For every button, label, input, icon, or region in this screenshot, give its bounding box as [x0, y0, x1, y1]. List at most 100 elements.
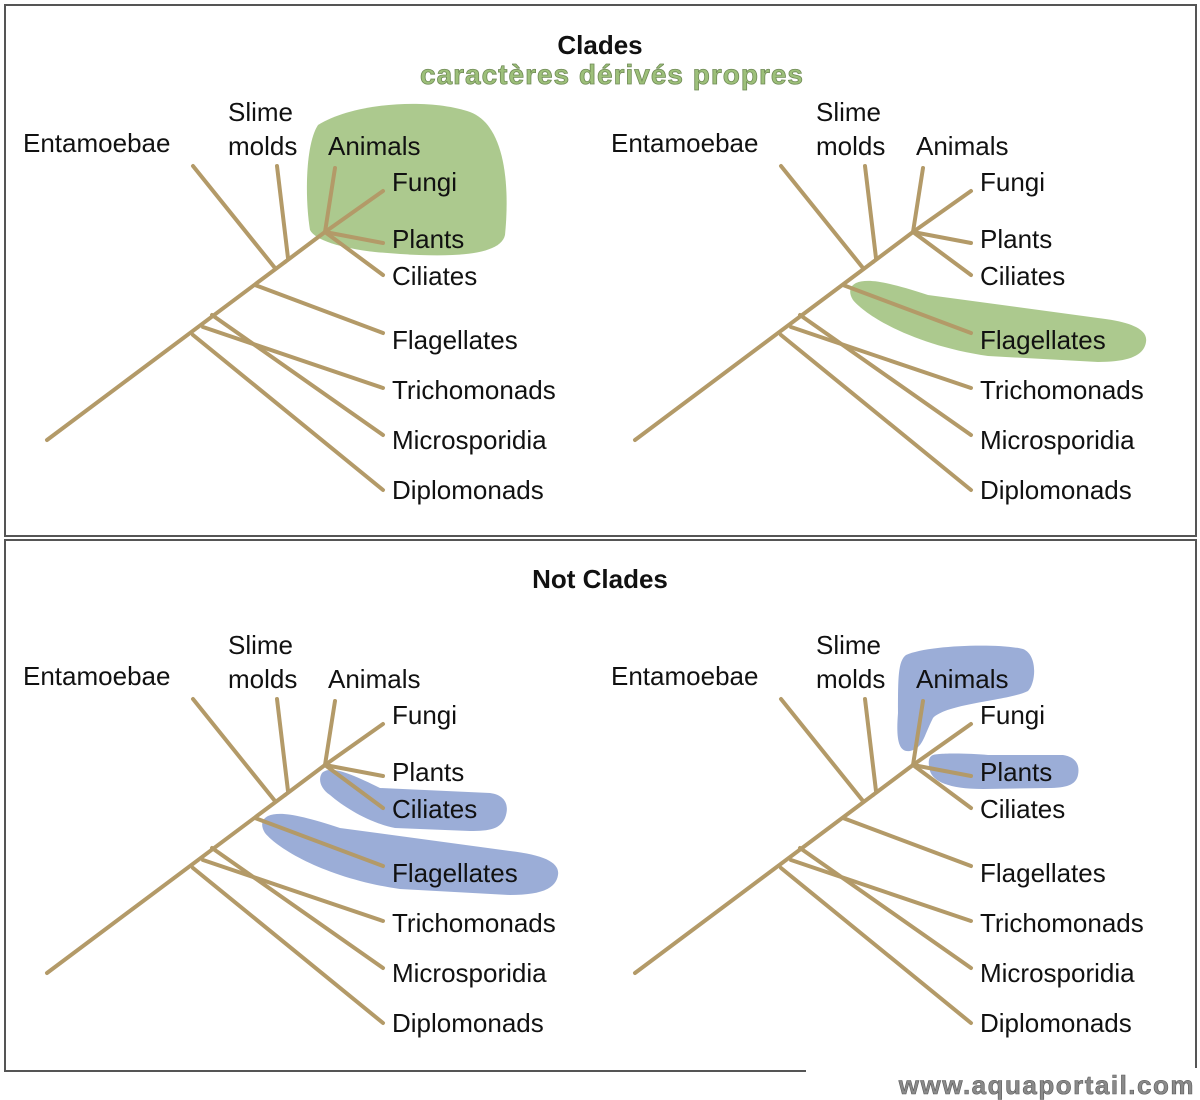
- taxon-label-diplomonads: Diplomonads: [392, 1008, 544, 1038]
- branch-to-animals: [911, 166, 925, 234]
- branch-trunk: [633, 793, 875, 975]
- taxon-label-animals: Animals: [916, 664, 1008, 694]
- clades-title: Clades: [557, 30, 642, 60]
- branch-to-microsporidia: [798, 313, 973, 437]
- taxon-label-ciliates: Ciliates: [392, 261, 477, 291]
- branch-to-crown: [871, 763, 915, 797]
- taxon-label-trichomonads: Trichomonads: [980, 908, 1144, 938]
- taxon-label-diplomonads: Diplomonads: [980, 475, 1132, 505]
- branch-to-trichomonads: [201, 325, 385, 390]
- not-clade-highlight-plants: [928, 753, 1079, 789]
- branch-to-microsporidia: [210, 846, 385, 970]
- taxon-label-diplomonads: Diplomonads: [980, 1008, 1132, 1038]
- branch-to-ciliates: [911, 230, 973, 277]
- taxon-label-slime: Slime: [228, 630, 293, 660]
- taxon-label-entamoebae: Entamoebae: [611, 661, 758, 691]
- branch-to-entamoebae: [191, 164, 277, 270]
- branch-to-crown: [871, 230, 915, 264]
- not-clade-highlight-ciliates: [320, 769, 507, 831]
- branch-to-slime-molds: [275, 697, 290, 793]
- taxon-label-trichomonads: Trichomonads: [980, 375, 1144, 405]
- branch-to-flagellates: [841, 816, 973, 868]
- taxon-label-molds: molds: [816, 131, 885, 161]
- branch-to-plants: [911, 230, 973, 245]
- taxon-label-flagellates: Flagellates: [980, 325, 1106, 355]
- branch-to-slime-molds: [275, 164, 290, 260]
- branch-to-trichomonads: [789, 325, 973, 390]
- branch-to-crown: [283, 763, 327, 797]
- tree-not-clade-ciliates-flagellates: Entamoebae Slime molds AnimalsFungiPlantsCi…: [23, 630, 559, 1038]
- taxon-label-entamoebae: Entamoebae: [23, 661, 170, 691]
- branch-to-animals: [911, 699, 925, 767]
- taxon-label-slime: Slime: [816, 97, 881, 127]
- taxon-label-fungi: Fungi: [392, 167, 457, 197]
- taxon-label-trichomonads: Trichomonads: [392, 908, 556, 938]
- taxon-label-fungi: Fungi: [980, 167, 1045, 197]
- taxon-label-ciliates: Ciliates: [980, 261, 1065, 291]
- branch-trunk: [45, 260, 287, 442]
- not-clades-panel-frame: [4, 539, 1197, 1072]
- branch-to-fungi: [911, 189, 973, 234]
- branch-to-trichomonads: [789, 858, 973, 923]
- watermark-text: www.aquaportail.com: [898, 1070, 1195, 1100]
- taxon-label-fungi: Fungi: [392, 700, 457, 730]
- branch-to-animals: [323, 166, 337, 234]
- watermark-backdrop: [806, 1068, 1200, 1100]
- taxon-label-slime: Slime: [816, 630, 881, 660]
- clades-subtitle: caractères dérivés propres: [420, 59, 804, 90]
- taxon-label-slime: Slime: [228, 97, 293, 127]
- taxon-label-entamoebae: Entamoebae: [23, 128, 170, 158]
- taxon-label-plants: Plants: [392, 757, 464, 787]
- branch-to-diplomonads: [191, 866, 385, 1025]
- branch-to-slime-molds: [863, 164, 878, 260]
- branch-to-slime-molds: [863, 697, 878, 793]
- branch-to-microsporidia: [210, 313, 385, 437]
- branch-to-entamoebae: [191, 697, 277, 803]
- tree-clade-animals-fungi-plants: Entamoebae Slime molds AnimalsFungiPlantsCi…: [23, 97, 556, 505]
- branch-to-flagellates: [253, 283, 385, 335]
- branch-trunk: [633, 260, 875, 442]
- taxon-label-trichomonads: Trichomonads: [392, 375, 556, 405]
- branch-to-ciliates: [323, 230, 385, 277]
- taxon-label-plants: Plants: [392, 224, 464, 254]
- clades-panel-frame: [4, 4, 1197, 537]
- taxon-label-plants: Plants: [980, 224, 1052, 254]
- branch-to-animals: [323, 699, 337, 767]
- taxon-label-microsporidia: Microsporidia: [392, 958, 547, 988]
- taxon-label-molds: molds: [816, 664, 885, 694]
- taxon-label-molds: molds: [228, 664, 297, 694]
- taxon-label-ciliates: Ciliates: [392, 794, 477, 824]
- clade-highlight-animals-fungi-plants: [306, 103, 507, 256]
- taxon-label-animals: Animals: [328, 131, 420, 161]
- taxon-label-microsporidia: Microsporidia: [392, 425, 547, 455]
- not-clade-highlight-flagellates: [262, 813, 559, 895]
- branch-to-flagellates: [841, 283, 973, 335]
- branch-to-ciliates: [323, 763, 385, 810]
- branch-to-crown: [283, 230, 327, 264]
- branch-to-diplomonads: [779, 866, 973, 1025]
- taxon-label-flagellates: Flagellates: [392, 325, 518, 355]
- branch-to-plants: [323, 763, 385, 778]
- taxon-label-fungi: Fungi: [980, 700, 1045, 730]
- branch-to-diplomonads: [191, 333, 385, 492]
- branch-to-fungi: [323, 189, 385, 234]
- taxon-label-molds: molds: [228, 131, 297, 161]
- branch-to-plants: [323, 230, 385, 245]
- branch-to-trichomonads: [201, 858, 385, 923]
- taxon-label-flagellates: Flagellates: [392, 858, 518, 888]
- branch-to-ciliates: [911, 763, 973, 810]
- taxon-label-animals: Animals: [328, 664, 420, 694]
- branch-to-entamoebae: [779, 164, 865, 270]
- branch-to-diplomonads: [779, 333, 973, 492]
- branch-to-fungi: [323, 722, 385, 767]
- clade-highlight-flagellates: [850, 280, 1147, 362]
- taxon-label-animals: Animals: [916, 131, 1008, 161]
- branch-to-entamoebae: [779, 697, 865, 803]
- branch-to-microsporidia: [798, 846, 973, 970]
- taxon-label-plants: Plants: [980, 757, 1052, 787]
- not-clades-title: Not Clades: [532, 564, 668, 594]
- branch-to-plants: [911, 763, 973, 778]
